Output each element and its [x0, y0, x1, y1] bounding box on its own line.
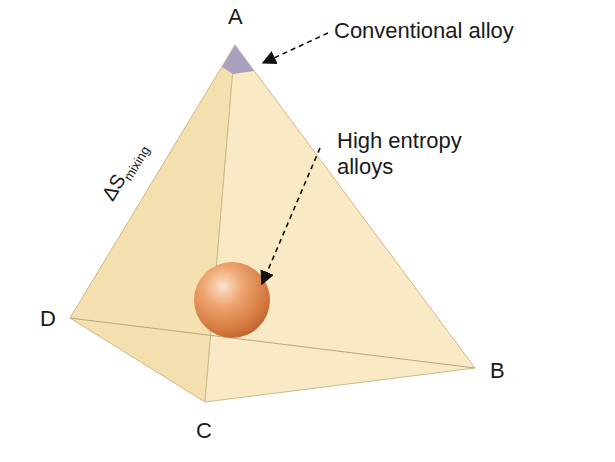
callout-text: Conventional alloy	[334, 18, 514, 44]
vertex-letter: B	[490, 358, 505, 384]
pointer-arrow	[263, 33, 328, 63]
pointer-arrow	[262, 148, 320, 284]
axis-subscript: mixing	[120, 143, 152, 183]
callout-text: High entropy alloys	[337, 128, 512, 181]
vertex-letter: D	[40, 306, 56, 332]
vertex-letter: A	[228, 4, 243, 30]
conventional-region	[222, 45, 254, 74]
back-edge	[70, 318, 475, 368]
high-entropy-sphere	[194, 262, 270, 338]
right-face	[205, 45, 475, 402]
vertex-letter: C	[196, 418, 212, 444]
